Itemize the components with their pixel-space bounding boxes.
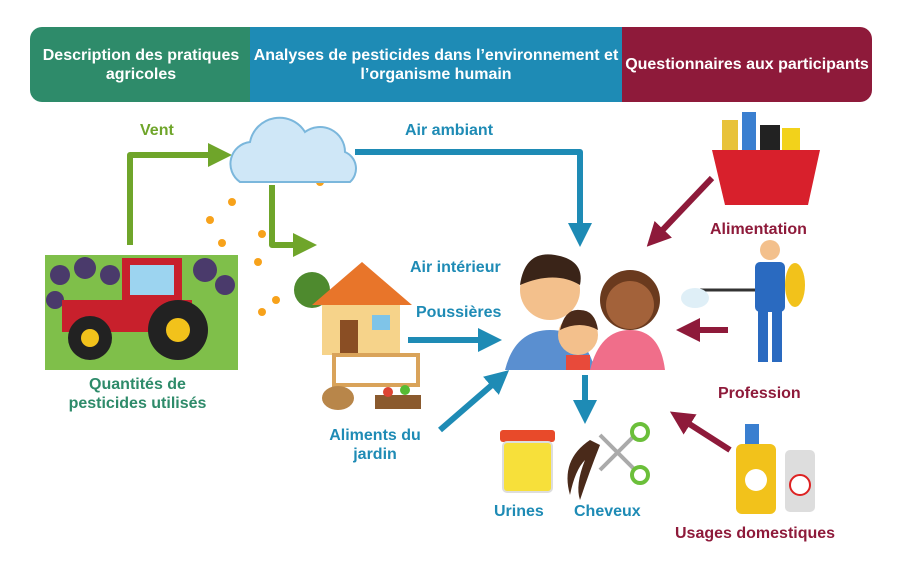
house-illustration bbox=[294, 262, 421, 410]
header-questionnaires: Questionnaires aux participants bbox=[622, 27, 872, 102]
insecticide-sprays-icon bbox=[736, 424, 815, 514]
label-garden-food: Aliments du jardin bbox=[329, 427, 421, 463]
garden-food-arrow bbox=[438, 370, 510, 433]
label-indoor-air: Air intérieur bbox=[410, 259, 501, 276]
cloud-icon bbox=[229, 116, 357, 183]
sprayer-worker-icon bbox=[681, 240, 805, 362]
food-arrow bbox=[646, 175, 715, 247]
label-ambient-air: Air ambiant bbox=[405, 122, 494, 139]
label-hair: Cheveux bbox=[574, 503, 641, 520]
wind-arrow bbox=[127, 143, 232, 245]
label-pesticide-quantities: Quantités de pesticides utilisés bbox=[68, 376, 207, 412]
header-practices: Description des pratiques agricoles bbox=[30, 27, 252, 102]
label-profession: Profession bbox=[718, 385, 801, 402]
food-basket-icon bbox=[712, 112, 820, 205]
label-dust: Poussières bbox=[416, 304, 502, 321]
urine-cup-icon bbox=[500, 430, 555, 493]
hair-scissors-icon bbox=[567, 422, 650, 500]
header-analyses: Analyses de pesticides dans l’environnem… bbox=[250, 27, 622, 102]
label-domestic-use: Usages domestiques bbox=[675, 525, 836, 542]
ambient-air-arrow bbox=[355, 149, 592, 247]
cloud-to-house-arrow bbox=[269, 185, 317, 257]
family-illustration bbox=[505, 254, 665, 370]
label-food: Alimentation bbox=[710, 221, 807, 238]
domestic-arrow bbox=[669, 411, 732, 453]
label-urine: Urines bbox=[494, 503, 544, 520]
tractor-field-illustration bbox=[45, 255, 238, 370]
label-wind: Vent bbox=[140, 122, 174, 139]
